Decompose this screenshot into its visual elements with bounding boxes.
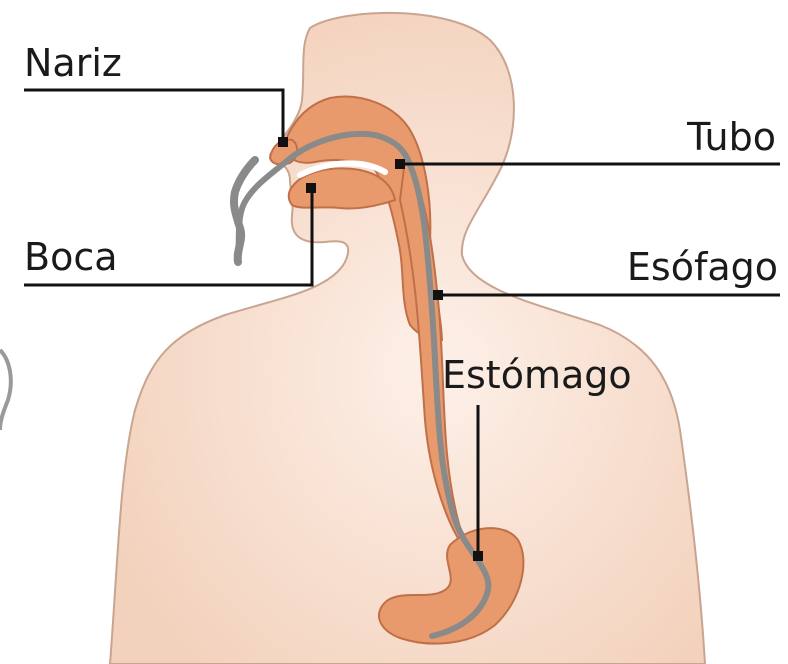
tube-end <box>234 160 255 262</box>
arm-edge <box>0 350 11 430</box>
label-mouth: Boca <box>24 235 118 279</box>
label-esophagus: Esófago <box>627 245 778 289</box>
body-silhouette <box>110 13 705 664</box>
label-stomach: Estómago <box>442 353 632 397</box>
label-tube: Tubo <box>686 115 776 159</box>
tube-dot <box>395 159 405 169</box>
esophagus-dot <box>433 290 443 300</box>
stomach-dot <box>473 551 483 561</box>
nose-leader-line <box>24 90 283 142</box>
nose-dot <box>278 137 288 147</box>
mouth-dot <box>306 183 316 193</box>
label-nose: Nariz <box>24 41 122 85</box>
